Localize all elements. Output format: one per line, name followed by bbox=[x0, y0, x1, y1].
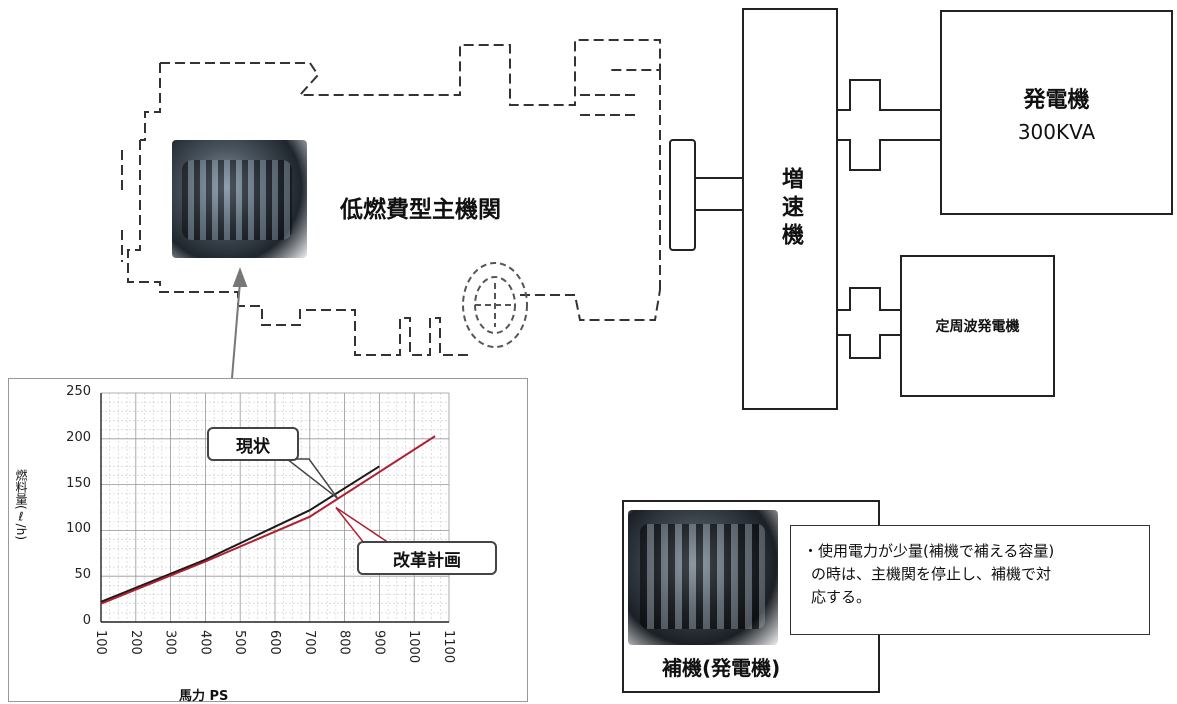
generator-capacity: 300KVA bbox=[1017, 119, 1096, 144]
y-tick-label: 50 bbox=[74, 567, 91, 583]
fuel-chart bbox=[100, 392, 450, 623]
series-line-1 bbox=[100, 435, 436, 605]
callout-current: 現状 bbox=[207, 427, 299, 461]
engine-label: 低燃費型主機関 bbox=[340, 197, 501, 223]
fuel-chart-panel: 燃料量(ℓ/h) 馬力 PS 現状 改革計画 0 50 100 150 200 250 10… bbox=[8, 378, 528, 704]
aux-note-line: 応する。 bbox=[811, 588, 872, 606]
y-tick-label: 150 bbox=[66, 475, 91, 491]
x-tick-label: 700 bbox=[301, 630, 317, 655]
aux-note-line: の時は、主機関を停止し、補機で対 bbox=[811, 565, 1052, 583]
x-tick-label: 200 bbox=[127, 630, 143, 655]
y-tick-label: 200 bbox=[66, 429, 91, 445]
engine-photo bbox=[172, 140, 307, 258]
chart-ylabel: 燃料量(ℓ/h) bbox=[14, 469, 28, 541]
freq-generator-label: 定周波発電機 bbox=[935, 319, 1020, 335]
x-tick-label: 1100 bbox=[441, 630, 456, 664]
y-tick-label: 100 bbox=[66, 521, 91, 537]
x-tick-label: 1000 bbox=[406, 630, 422, 664]
x-tick-label: 500 bbox=[232, 630, 248, 655]
x-tick-label: 100 bbox=[93, 630, 108, 655]
aux-generator-caption: 補機(発電機) bbox=[662, 656, 781, 680]
gearbox-box: 増速機 bbox=[742, 8, 838, 410]
aux-generator-photo bbox=[628, 510, 778, 645]
series-line-0 bbox=[100, 465, 380, 603]
generator-box: 発電機 300KVA bbox=[940, 10, 1173, 215]
callout-plan-pointer bbox=[335, 506, 392, 544]
gearbox-label: 増速機 bbox=[778, 167, 803, 251]
x-tick-label: 600 bbox=[267, 630, 282, 655]
x-tick-label: 800 bbox=[336, 630, 352, 655]
callout-plan: 改革計画 bbox=[357, 541, 497, 575]
aux-note-line: ・使用電力が少量(補機で補える容量) bbox=[803, 542, 1055, 560]
callout-current-pointer bbox=[284, 458, 339, 499]
aux-note-box: ・使用電力が少量(補機で補える容量) の時は、主機関を停止し、補機で対 応する。 bbox=[790, 525, 1150, 635]
x-tick-label: 900 bbox=[371, 630, 387, 655]
x-tick-label: 300 bbox=[162, 630, 178, 655]
freq-generator-box: 定周波発電機 bbox=[900, 255, 1055, 397]
y-tick-label: 250 bbox=[66, 384, 91, 399]
generator-title: 発電機 bbox=[1023, 87, 1090, 113]
aux-generator-box: 補機(発電機) bbox=[622, 500, 880, 693]
y-tick-label: 0 bbox=[82, 613, 91, 628]
x-tick-label: 400 bbox=[197, 630, 213, 655]
chart-xlabel: 馬力 PS bbox=[179, 689, 229, 704]
